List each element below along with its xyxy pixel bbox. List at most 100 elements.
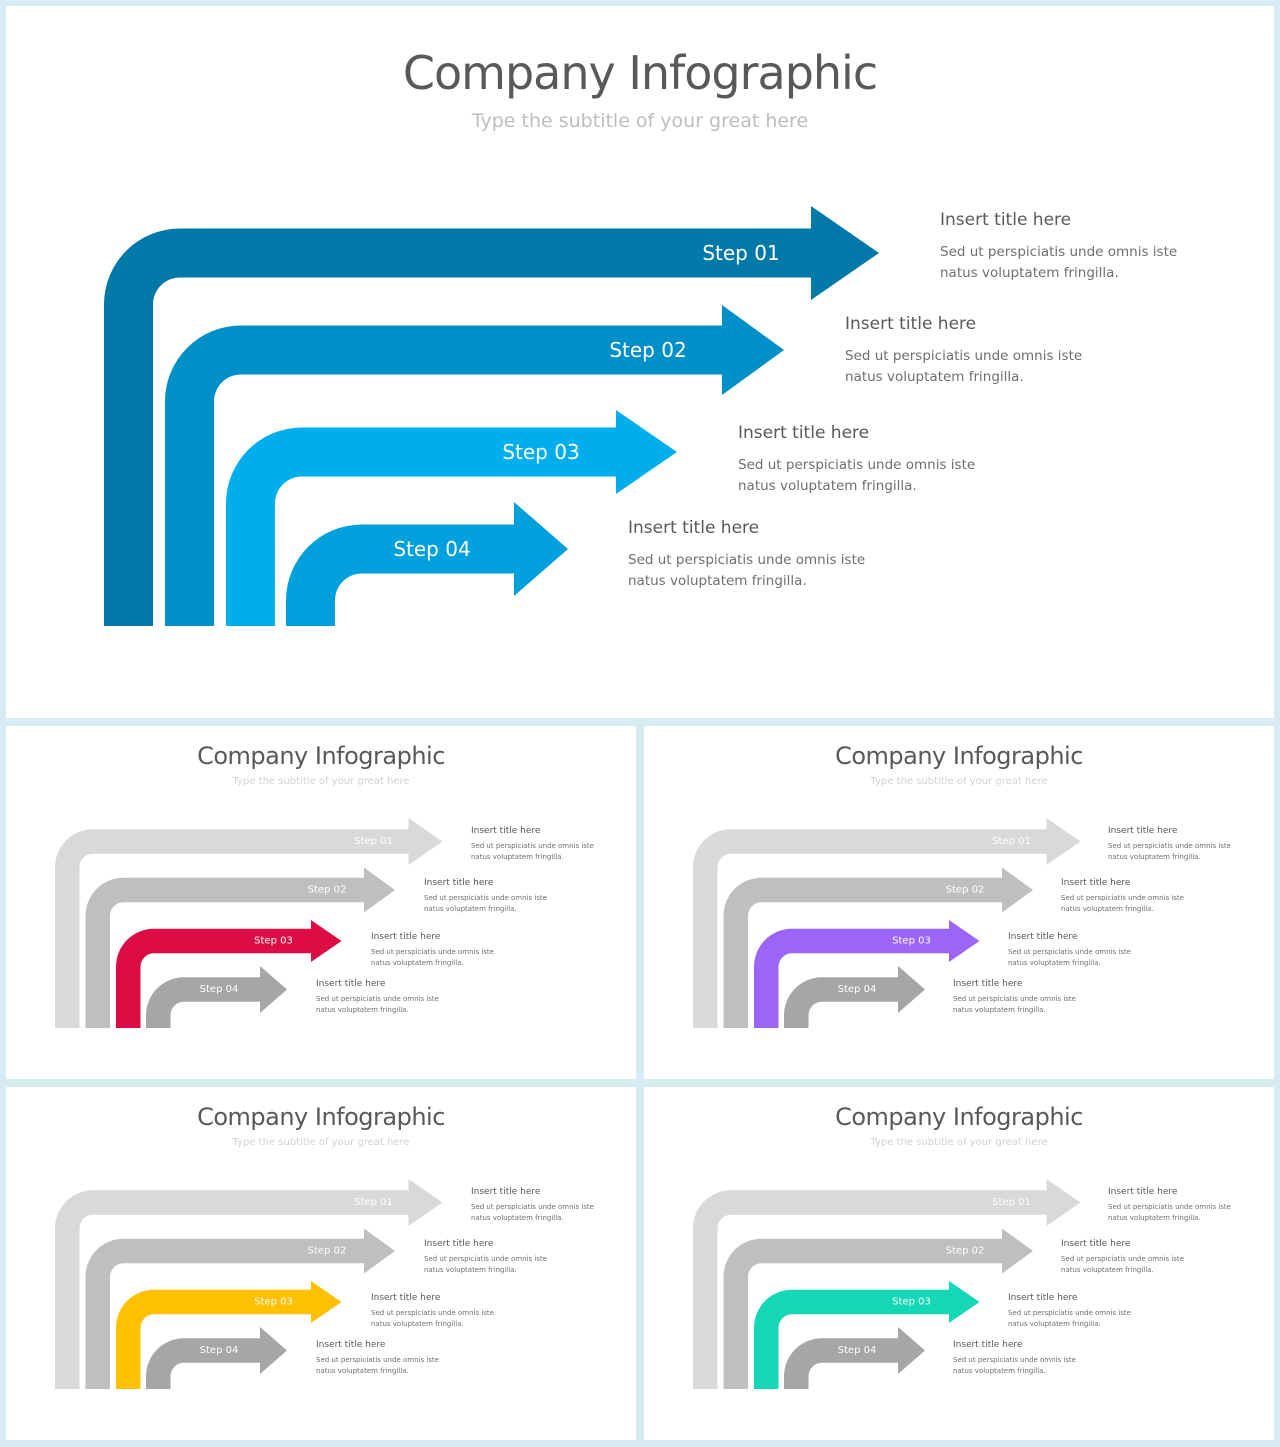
step-text: natus voluptatem fringilla. [1061,904,1154,913]
step-text: Sed ut perspiciatis unde omnis iste [424,894,547,902]
step-text: natus voluptatem fringilla. [316,1366,409,1375]
arrow-shape [85,867,395,1028]
step-text: natus voluptatem fringilla. [953,1005,1046,1014]
arrow-shape [116,1281,342,1389]
step-arrow-2: Step 02 [85,1228,395,1389]
step-text: Sed ut perspiciatis unde omnis iste [1108,842,1231,850]
step-description-1: Insert title here Sed ut perspiciatis un… [1108,1187,1231,1223]
step-text: natus voluptatem fringilla. [738,478,917,494]
step-arrow-1: Step 01 [55,1179,443,1389]
step-text: Sed ut perspiciatis unde omnis iste [738,457,976,473]
step-text: Sed ut perspiciatis unde omnis iste [371,1309,494,1317]
step-text: natus voluptatem fringilla. [371,1319,464,1328]
step-arrow-3: Step 03 [226,410,677,626]
step-label: Step 02 [946,1246,985,1257]
step-description-2: Insert title here Sed ut perspiciatis un… [1061,1239,1184,1275]
step-text: natus voluptatem fringilla. [953,1366,1046,1375]
step-title: Insert title here [1061,1239,1131,1249]
step-description-1: Insert title here Sed ut perspiciatis un… [1108,826,1231,862]
step-description-4: Insert title here Sed ut perspiciatis un… [316,979,439,1015]
step-arrow-2: Step 02 [723,867,1033,1028]
step-text: natus voluptatem fringilla. [371,958,464,967]
step-text: natus voluptatem fringilla. [940,265,1119,281]
step-text: natus voluptatem fringilla. [1108,852,1201,861]
step-text: natus voluptatem fringilla. [424,1265,517,1274]
step-label: Step 04 [838,984,877,995]
slide-title: Company Infographic [402,46,878,100]
step-description-2: Insert title here Sed ut perspiciatis un… [1061,878,1184,914]
step-title: Insert title here [1061,878,1131,888]
step-text: Sed ut perspiciatis unde omnis iste [953,995,1076,1003]
step-text: Sed ut perspiciatis unde omnis iste [845,348,1083,364]
step-arrow-1: Step 01 [693,818,1081,1028]
step-text: Sed ut perspiciatis unde omnis iste [424,1255,547,1263]
step-text: Sed ut perspiciatis unde omnis iste [940,244,1178,260]
step-description-2: Insert title here Sed ut perspiciatis un… [845,314,1082,388]
step-label: Step 03 [502,440,579,464]
arrow-shape [723,867,1033,1028]
slide-subtitle: Type the subtitle of your great here [870,776,1048,787]
step-title: Insert title here [316,1340,386,1350]
step-text: natus voluptatem fringilla. [1061,1265,1154,1274]
step-description-4: Insert title here Sed ut perspiciatis un… [628,518,865,592]
step-title: Insert title here [424,1239,494,1249]
step-label: Step 01 [702,241,779,265]
arrow-shape [104,206,879,626]
step-arrow-1: Step 01 [693,1179,1081,1389]
step-title: Insert title here [471,826,541,836]
arrow-shape [286,502,568,626]
step-description-1: Insert title here Sed ut perspiciatis un… [471,826,594,862]
step-title: Insert title here [471,1187,541,1197]
step-label: Step 03 [254,936,293,947]
arrow-shape [165,305,784,626]
step-text: Sed ut perspiciatis unde omnis iste [1008,1309,1131,1317]
step-description-4: Insert title here Sed ut perspiciatis un… [953,979,1076,1015]
arrow-shape [693,1179,1081,1389]
step-description-3: Insert title here Sed ut perspiciatis un… [1008,1293,1131,1329]
arrow-shape [116,920,342,1028]
step-text: natus voluptatem fringilla. [845,369,1024,385]
step-description-1: Insert title here Sed ut perspiciatis un… [940,210,1177,284]
arrow-shape [693,818,1081,1028]
step-title: Insert title here [940,210,1072,230]
step-text: Sed ut perspiciatis unde omnis iste [1061,894,1184,902]
step-text: natus voluptatem fringilla. [471,852,564,861]
step-arrow-3: Step 03 [754,920,980,1028]
slide-main: Company Infographic Type the subtitle of… [6,6,1274,718]
step-arrow-3: Step 03 [754,1281,980,1389]
arrow-shape [146,966,287,1028]
step-description-2: Insert title here Sed ut perspiciatis un… [424,1239,547,1275]
step-text: Sed ut perspiciatis unde omnis iste [953,1356,1076,1364]
slide-variant-yellow: Company Infographic Type the subtitle of… [6,1087,636,1440]
step-description-4: Insert title here Sed ut perspiciatis un… [953,1340,1076,1376]
arrow-shape [784,1327,925,1389]
slide-title: Company Infographic [835,742,1083,770]
slide-variant-red: Company Infographic Type the subtitle of… [6,726,636,1079]
step-description-3: Insert title here Sed ut perspiciatis un… [1008,932,1131,968]
step-label: Step 02 [308,885,347,896]
step-label: Step 04 [393,537,470,561]
step-description-3: Insert title here Sed ut perspiciatis un… [371,932,494,968]
step-label: Step 04 [200,984,239,995]
step-title: Insert title here [1108,826,1178,836]
step-title: Insert title here [424,878,494,888]
slide-variant-teal: Company Infographic Type the subtitle of… [644,1087,1274,1440]
slide-subtitle: Type the subtitle of your great here [232,776,410,787]
step-arrow-3: Step 03 [116,1281,342,1389]
step-title: Insert title here [371,932,441,942]
step-text: Sed ut perspiciatis unde omnis iste [471,1203,594,1211]
arrow-shape [784,966,925,1028]
step-text: Sed ut perspiciatis unde omnis iste [371,948,494,956]
step-label: Step 02 [308,1246,347,1257]
step-text: natus voluptatem fringilla. [1008,1319,1101,1328]
step-description-3: Insert title here Sed ut perspiciatis un… [738,423,975,497]
slide-title: Company Infographic [197,1103,445,1131]
slide-title: Company Infographic [835,1103,1083,1131]
arrow-shape [85,1228,395,1389]
step-arrow-2: Step 02 [165,305,784,626]
step-arrow-1: Step 01 [55,818,443,1028]
